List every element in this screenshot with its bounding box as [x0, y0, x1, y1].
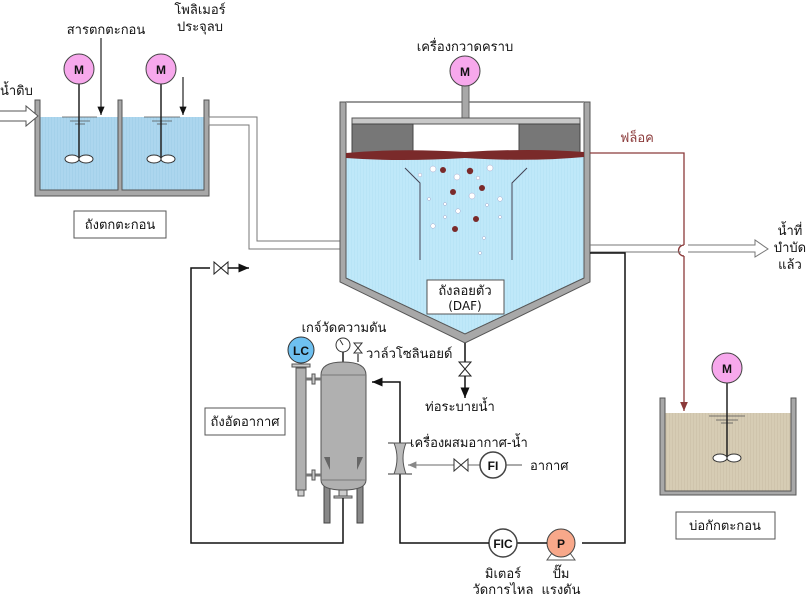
scraper-label: เครื่องกวาดคราบ	[417, 38, 513, 55]
drain-valve[interactable]	[457, 361, 473, 377]
mixer-impeller-2	[146, 154, 176, 164]
polymer-label-2: ประจุลบ	[177, 20, 223, 35]
mixer-impeller-1	[64, 154, 94, 164]
sludge-pit-motor: M	[711, 352, 743, 384]
treated-water-label-3: แล้ว	[778, 258, 802, 273]
coagulation-tanks: M M สารตกตะกอน โพลิเมอร์ ประจุลบ น้ำดิบ …	[0, 2, 226, 239]
coagulation-tank-label-box	[73, 210, 167, 239]
return-valve[interactable]	[213, 260, 229, 276]
level-controller: LC	[287, 336, 315, 364]
svg-text:M: M	[460, 65, 470, 79]
motor-1: M	[63, 53, 95, 85]
tank-walls	[34, 99, 210, 197]
drain-label: ท่อระบายน้ำ	[425, 397, 495, 415]
scraper-blade-left	[351, 123, 414, 155]
svg-text:FIC: FIC	[493, 537, 513, 551]
air-water-mixer	[388, 442, 412, 475]
pressure-pump: P	[546, 528, 576, 561]
svg-text:FI: FI	[488, 459, 499, 473]
svg-text:M: M	[156, 63, 166, 77]
polymer-label-1: โพลิเมอร์	[174, 2, 225, 18]
sludge-pit-label: บ่อกักตะกอน	[689, 519, 761, 534]
daf-label-box	[426, 279, 505, 315]
pump-label-2: แรงดัน	[541, 583, 580, 596]
baffle-right	[511, 167, 528, 260]
pressure-gauge-icon	[335, 337, 351, 362]
scraper-blade-right	[518, 123, 581, 155]
svg-text:LC: LC	[293, 344, 309, 358]
solenoid-valve-label: วาล์วโซลินอยด์	[366, 346, 452, 362]
pressurized-return-line	[190, 267, 344, 544]
raw-water-inlet-arrow	[0, 104, 39, 128]
flow-meter-label-2: วัดการไหล	[473, 582, 534, 596]
treated-water-outlet-arrow	[688, 239, 769, 258]
flow-meter-fic: FIC	[488, 528, 518, 558]
treated-water-label-1: น้ำที่	[778, 221, 803, 239]
scraper-beam	[351, 117, 581, 125]
water-level-marks	[62, 116, 180, 125]
motor-2: M	[145, 53, 177, 85]
sludge-pit: M บ่อกักตะกอน	[659, 352, 797, 540]
baffle-left	[404, 167, 421, 260]
floc-line-crossover	[677, 244, 685, 257]
floc-label: ฟล็อค	[620, 128, 654, 146]
pressure-tank-label: ถังอัดอากาศ	[211, 415, 281, 430]
recycle-line-right	[582, 252, 626, 544]
scraper-motor: M	[449, 55, 481, 87]
floc-layer	[346, 150, 584, 160]
air-bubbles	[417, 164, 503, 255]
svg-text:M: M	[74, 63, 84, 77]
air-valve[interactable]	[453, 457, 469, 473]
svg-text:M: M	[722, 362, 732, 376]
daf-tank: M เครื่องกวาดคราบ ถังลอยตัว (DAF)	[339, 38, 591, 344]
svg-text:P: P	[557, 537, 565, 551]
treated-water-label-2: บำบัด	[774, 241, 806, 256]
pressure-gauge-label: เกจ์วัดความดัน	[302, 320, 387, 336]
raw-water-label: น้ำดิบ	[0, 81, 33, 99]
daf-label-1: ถังลอยตัว	[438, 284, 491, 299]
coagulation-tank-label: ถังตกตะกอน	[85, 218, 156, 233]
floc-line	[590, 152, 685, 245]
pump-label-1: ปั๊ม	[553, 564, 570, 582]
floc-particles	[440, 167, 485, 232]
air-label: อากาศ	[530, 459, 569, 474]
flow-meter-label-1: มิเตอร์	[485, 566, 521, 582]
pressure-tank	[291, 361, 367, 524]
tank2-water	[122, 117, 204, 190]
air-flow-indicator: FI	[479, 451, 507, 479]
coagulant-label: สารตกตะกอน	[67, 23, 146, 38]
mixer-label: เครื่องผสมอากาศ-น้ำ	[410, 433, 528, 451]
solenoid-valve-icon[interactable]	[352, 342, 364, 362]
daf-water	[346, 153, 584, 337]
daf-label-2: (DAF)	[448, 299, 482, 313]
